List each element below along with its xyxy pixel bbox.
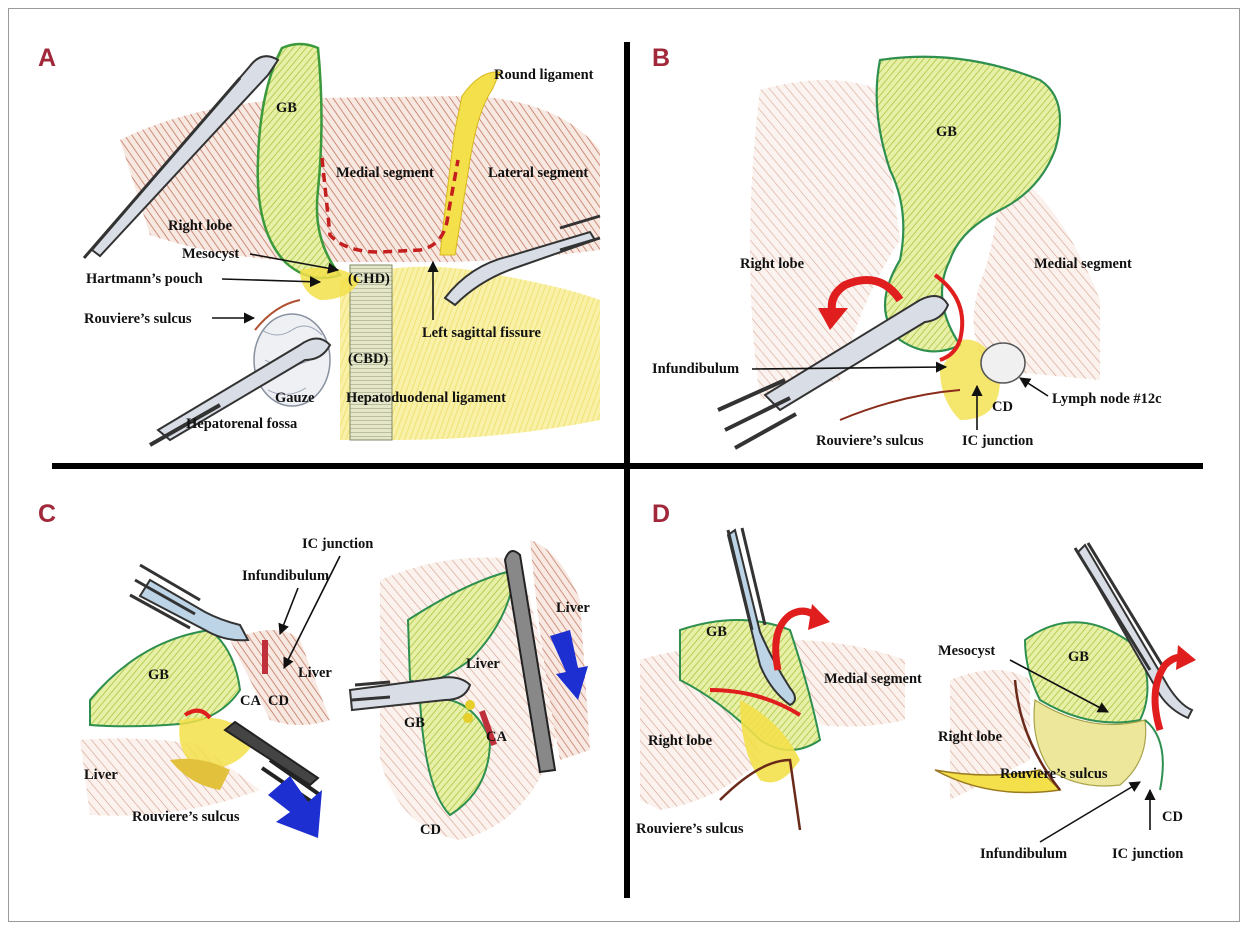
panel-letter-b: B bbox=[652, 44, 670, 72]
label-ic-junction-c: IC junction bbox=[302, 536, 373, 552]
label-rouviere-a: Rouviere’s sulcus bbox=[84, 311, 192, 327]
label-gb-d-left: GB bbox=[706, 624, 727, 640]
panel-d: D GB Medial segment Right lobe Rouviere’… bbox=[636, 500, 1196, 862]
label-medial-segment-d: Medial segment bbox=[824, 671, 922, 687]
label-lymph-node: Lymph node #12c bbox=[1052, 391, 1162, 407]
label-rouviere-b: Rouviere’s sulcus bbox=[816, 433, 924, 449]
lymph-node-shape bbox=[981, 343, 1025, 383]
label-liver-c-right-mid: Liver bbox=[466, 656, 500, 672]
label-gb-c-left: GB bbox=[148, 667, 169, 683]
label-cd-c-right: CD bbox=[420, 822, 441, 838]
label-infundibulum-b: Infundibulum bbox=[652, 361, 739, 377]
label-gb-c-right: GB bbox=[404, 715, 425, 731]
label-right-lobe-b: Right lobe bbox=[740, 256, 805, 272]
label-right-lobe-d-right: Right lobe bbox=[938, 729, 1003, 745]
label-mesocyst-a: Mesocyst bbox=[182, 246, 239, 262]
label-chd: (CHD) bbox=[348, 271, 390, 287]
panel-letter-d: D bbox=[652, 500, 670, 528]
label-left-sagittal-fissure: Left sagittal fissure bbox=[422, 325, 542, 341]
liver-area-b-left bbox=[750, 80, 900, 400]
label-gb-a: GB bbox=[276, 100, 297, 116]
panel-letter-a: A bbox=[38, 44, 56, 72]
label-rouviere-d-right: Rouviere’s sulcus bbox=[1000, 766, 1108, 782]
label-infundibulum-d: Infundibulum bbox=[980, 846, 1067, 862]
label-liver-c-top: Liver bbox=[298, 665, 332, 681]
label-liver-c-left: Liver bbox=[84, 767, 118, 783]
label-ca-c-left: CA bbox=[240, 693, 261, 709]
panel-c: C IC junction Infundibulum GB Liver CA C… bbox=[38, 500, 590, 840]
label-hartmanns-pouch: Hartmann’s pouch bbox=[86, 271, 203, 287]
panel-letter-c: C bbox=[38, 500, 56, 528]
panel-a: A GB Round ligament Medial segment Later… bbox=[38, 44, 600, 445]
label-liver-c-right-top: Liver bbox=[556, 600, 590, 616]
label-mesocyst-d: Mesocyst bbox=[938, 643, 995, 659]
panel-b: B GB Right lobe Medial segment Infundibu… bbox=[652, 44, 1162, 449]
label-ca-c-right: CA bbox=[486, 729, 507, 745]
label-ic-junction-d: IC junction bbox=[1112, 846, 1183, 862]
label-cbd: (CBD) bbox=[348, 351, 388, 367]
label-lateral-segment: Lateral segment bbox=[488, 165, 588, 181]
label-hepatoduodenal-ligament: Hepatoduodenal ligament bbox=[346, 390, 506, 406]
label-medial-segment-a: Medial segment bbox=[336, 165, 434, 181]
label-gauze: Gauze bbox=[275, 390, 315, 406]
label-cd-c-left: CD bbox=[268, 693, 289, 709]
label-cd-d: CD bbox=[1162, 809, 1183, 825]
blue-arrow-c-left bbox=[268, 776, 322, 838]
label-medial-segment-b: Medial segment bbox=[1034, 256, 1132, 272]
label-right-lobe-a: Right lobe bbox=[168, 218, 233, 234]
label-ic-junction-b: IC junction bbox=[962, 433, 1033, 449]
label-gb-d-right: GB bbox=[1068, 649, 1089, 665]
label-rouviere-d-left: Rouviere’s sulcus bbox=[636, 821, 744, 837]
label-gb-b: GB bbox=[936, 124, 957, 140]
label-round-ligament: Round ligament bbox=[494, 67, 594, 83]
label-rouviere-c: Rouviere’s sulcus bbox=[132, 809, 240, 825]
label-hepatorenal-fossa: Hepatorenal fossa bbox=[186, 416, 298, 432]
label-right-lobe-d-left: Right lobe bbox=[648, 733, 713, 749]
label-cd-b: CD bbox=[992, 399, 1013, 415]
label-infundibulum-c: Infundibulum bbox=[242, 568, 329, 584]
